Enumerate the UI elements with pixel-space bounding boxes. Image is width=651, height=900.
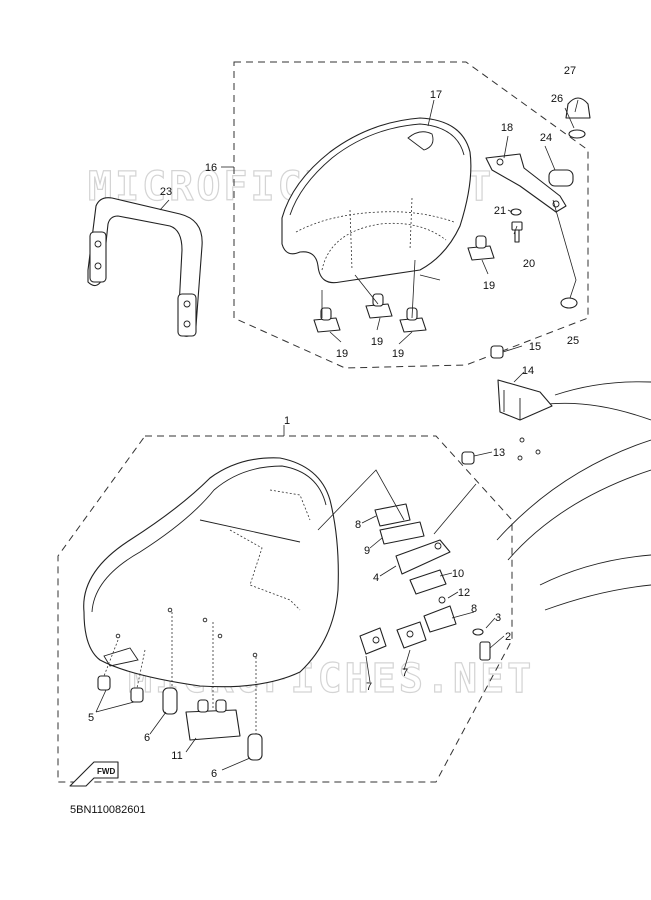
clip-nuts-19 xyxy=(313,235,495,333)
callout-2: 2 xyxy=(505,631,511,643)
callout-6a: 6 xyxy=(144,732,150,744)
cushion-25 xyxy=(560,297,578,309)
callout-24: 24 xyxy=(540,132,552,144)
rear-leader-lines xyxy=(159,99,579,345)
callout-19d: 19 xyxy=(483,280,495,292)
callout-20: 20 xyxy=(523,258,535,270)
callout-7b: 7 xyxy=(402,667,408,679)
callout-19a: 19 xyxy=(336,348,348,360)
callout-10: 10 xyxy=(452,568,464,580)
callout-13: 13 xyxy=(493,447,505,459)
callout-5: 5 xyxy=(88,712,94,724)
callout-12: 12 xyxy=(458,587,470,599)
callout-4: 4 xyxy=(373,572,379,584)
callout-19b: 19 xyxy=(371,336,383,348)
callout-9: 9 xyxy=(364,545,370,557)
bolt-and-washer-rear xyxy=(510,208,523,243)
callout-17: 17 xyxy=(430,89,442,101)
frame-outline xyxy=(496,381,651,561)
rider-seat-bolts xyxy=(461,345,553,661)
callout-labels: 1 2 3 4 5 6 6 7 7 8 8 9 10 11 12 13 14 1… xyxy=(88,65,579,780)
callout-27: 27 xyxy=(564,65,576,77)
callout-25: 25 xyxy=(567,335,579,347)
grab-rail xyxy=(87,197,203,337)
callout-18: 18 xyxy=(501,122,513,134)
callout-7a: 7 xyxy=(366,681,372,693)
rider-seat-hardware xyxy=(97,612,263,761)
callout-8a: 8 xyxy=(355,519,361,531)
callout-6b: 6 xyxy=(211,768,217,780)
callout-19c: 19 xyxy=(392,348,404,360)
callout-8b: 8 xyxy=(471,603,477,615)
damper-stack xyxy=(548,97,591,187)
front-seat-group-boundary xyxy=(57,435,513,783)
callout-11: 11 xyxy=(171,750,182,762)
diagram-code: 5BN110082601 xyxy=(70,804,146,816)
callout-16: 16 xyxy=(205,162,217,174)
callout-23: 23 xyxy=(160,186,172,198)
rear-seat-bracket xyxy=(485,153,567,213)
forward-arrow-icon: FWD xyxy=(69,761,119,787)
callout-15: 15 xyxy=(529,341,541,353)
fender-outline xyxy=(539,554,651,611)
rear-seat xyxy=(281,117,472,284)
front-leader-lines xyxy=(95,345,525,771)
callout-21: 21 xyxy=(494,205,506,217)
callout-1: 1 xyxy=(284,415,290,427)
callout-14: 14 xyxy=(522,365,534,377)
rider-seat xyxy=(83,457,339,688)
fwd-label: FWD xyxy=(97,767,115,776)
rider-seat-brackets xyxy=(359,503,457,655)
callout-26: 26 xyxy=(551,93,563,105)
callout-3: 3 xyxy=(495,612,501,624)
rear-seat-group-boundary xyxy=(233,61,589,369)
